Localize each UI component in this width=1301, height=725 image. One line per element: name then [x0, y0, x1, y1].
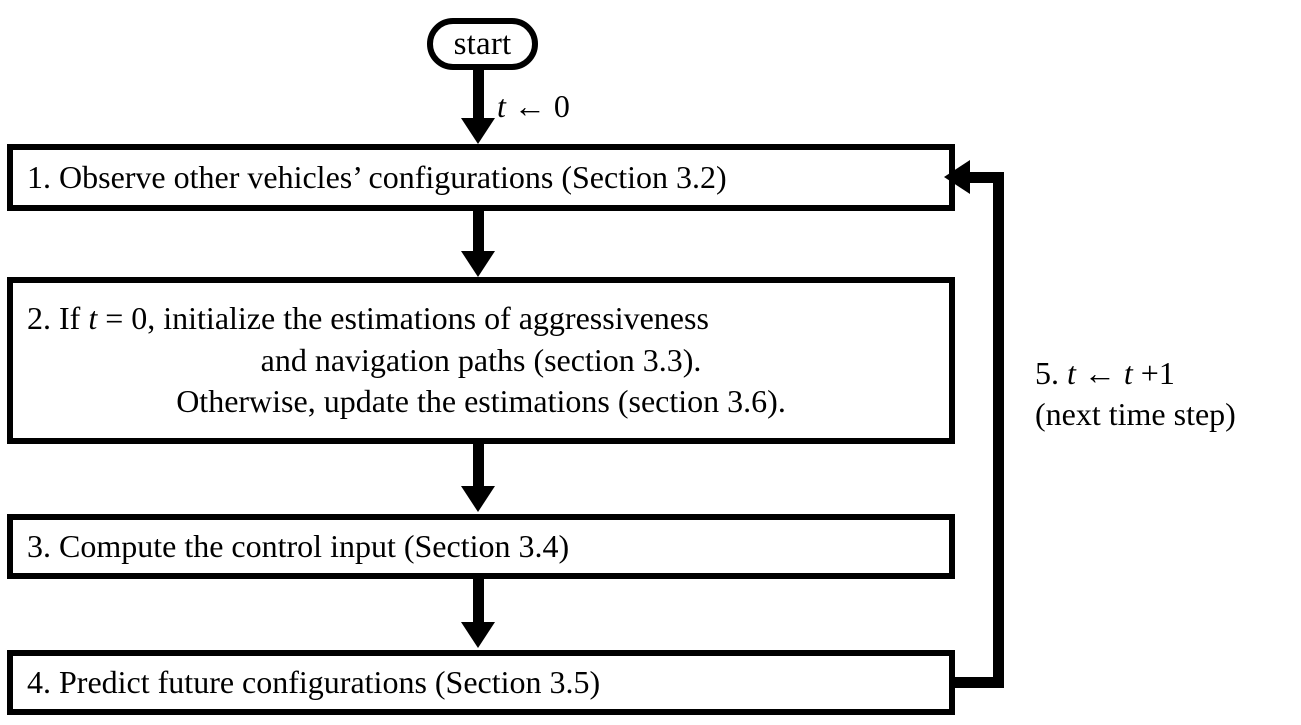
start-node: start: [427, 18, 538, 70]
arrowhead-start-to-box1: [461, 118, 495, 144]
feedback-label-mid: ←: [1075, 355, 1124, 391]
feedback-segment-horizontal-bottom: [949, 677, 1004, 688]
process-box-2-line-1: 2. If t = 0, initialize the estimations …: [13, 298, 949, 340]
feedback-label-suffix: +1: [1132, 355, 1175, 391]
connector-box1-to-box2: [473, 211, 484, 259]
feedback-label-var-b: t: [1123, 355, 1133, 391]
connector-box2-to-box3: [473, 444, 484, 489]
feedback-loop-label-line-1: 5. t ← t +1: [1035, 353, 1236, 394]
process-box-2-line-3: Otherwise, update the estimations (secti…: [176, 383, 786, 420]
arrowhead-box1-to-box2: [461, 251, 495, 277]
process-box-2-line-1-prefix: 2. If: [27, 300, 89, 337]
arrowhead-box3-to-box4: [461, 622, 495, 648]
feedback-segment-horizontal-top: [968, 172, 1004, 183]
process-box-3-line-1: 3. Compute the control input (Section 3.…: [27, 527, 570, 564]
arrowhead-feedback-to-box1: [944, 160, 970, 194]
feedback-loop-label-line-2: (next time step): [1035, 395, 1236, 432]
feedback-segment-vertical: [993, 172, 1004, 688]
connector-box3-to-box4: [473, 579, 484, 625]
feedback-loop-label: 5. t ← t +1 (next time step): [1035, 353, 1236, 435]
feedback-label-var-a: t: [1067, 355, 1076, 391]
edge-label-init-t-var: t: [497, 88, 506, 124]
process-box-1-line-1: 1. Observe other vehicles’ configuration…: [27, 158, 727, 195]
process-box-4: 4. Predict future configurations (Sectio…: [7, 650, 955, 715]
process-box-2: 2. If t = 0, initialize the estimations …: [7, 277, 955, 444]
connector-start-to-box1: [473, 70, 484, 126]
edge-label-init-t: t ← 0: [497, 88, 570, 125]
feedback-label-prefix: 5.: [1035, 355, 1067, 391]
process-box-2-line-1-var: t: [88, 300, 98, 337]
process-box-4-line-1: 4. Predict future configurations (Sectio…: [27, 663, 601, 700]
edge-label-init-t-rest: ← 0: [505, 88, 570, 124]
arrowhead-box2-to-box3: [461, 486, 495, 512]
start-node-label: start: [453, 25, 512, 62]
process-box-2-line-2: and navigation paths (section 3.3).: [260, 341, 702, 378]
process-box-3: 3. Compute the control input (Section 3.…: [7, 514, 955, 579]
process-box-2-line-1-suffix: = 0, initialize the estimations of aggre…: [97, 300, 709, 337]
process-box-1: 1. Observe other vehicles’ configuration…: [7, 144, 955, 211]
